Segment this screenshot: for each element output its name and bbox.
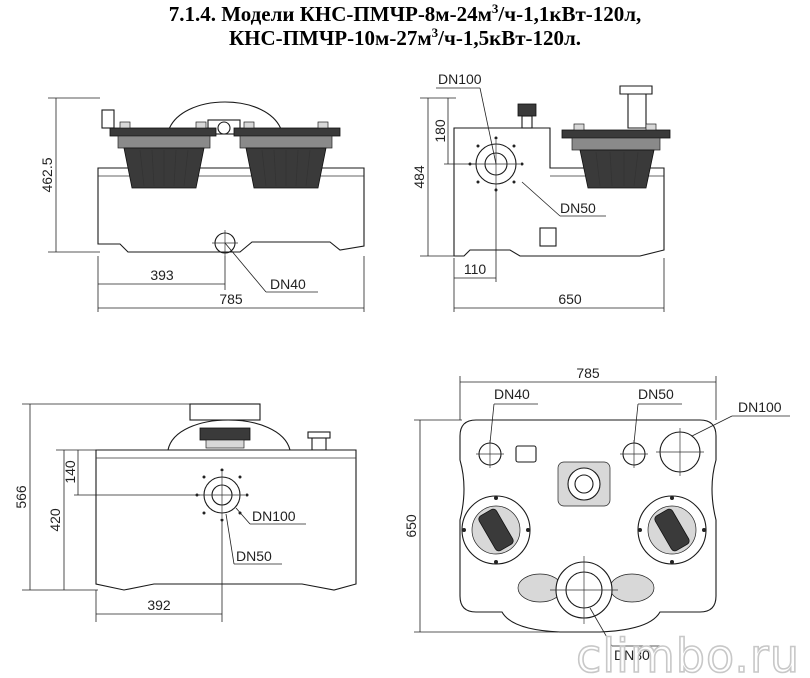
rear-vent-label: DN50 bbox=[236, 548, 272, 564]
watermark: climbo.ru bbox=[576, 629, 800, 678]
front-view bbox=[48, 97, 365, 312]
side-vent-label: DN50 bbox=[560, 200, 596, 216]
side-depth-label: 650 bbox=[558, 291, 582, 307]
title-line-1: 7.1.4. Модели КНС-ПМЧР-8м-24м3/ч-1,1кВт-… bbox=[168, 1, 642, 26]
top-port-dn80-label: DN80 bbox=[614, 647, 650, 663]
top-port-dn40-label: DN40 bbox=[494, 386, 530, 402]
side-base-offset-label: 110 bbox=[464, 261, 487, 277]
top-view bbox=[414, 376, 790, 647]
side-view bbox=[420, 85, 671, 312]
page-title: 7.1.4. Модели КНС-ПМЧР-8м-24м3/ч-1,1кВт-… bbox=[0, 2, 810, 50]
top-depth-label: 650 bbox=[403, 514, 419, 538]
front-height-label: 462.5 bbox=[39, 157, 55, 192]
top-port-dn50-label: DN50 bbox=[638, 386, 674, 402]
rear-view bbox=[22, 403, 357, 622]
top-port-dn100-label: DN100 bbox=[738, 399, 782, 415]
front-inlet-label: DN40 bbox=[270, 276, 306, 292]
rear-offset-label: 392 bbox=[147, 597, 171, 613]
front-width-label: 785 bbox=[219, 291, 243, 307]
title-line-2: КНС-ПМЧР-10м-27м3/ч-1,5кВт-120л. bbox=[228, 25, 582, 50]
front-inlet-offset-label: 393 bbox=[150, 267, 174, 283]
side-outlet-height-label: 180 bbox=[432, 119, 448, 143]
rear-outlet-height-label: 140 bbox=[62, 460, 78, 484]
side-height-label: 484 bbox=[411, 165, 427, 189]
rear-height-label: 566 bbox=[13, 485, 29, 509]
rear-body-height-label: 420 bbox=[47, 508, 63, 532]
top-width-label: 785 bbox=[576, 365, 600, 381]
rear-outlet-label: DN100 bbox=[252, 508, 296, 524]
side-outlet-label: DN100 bbox=[438, 71, 482, 87]
